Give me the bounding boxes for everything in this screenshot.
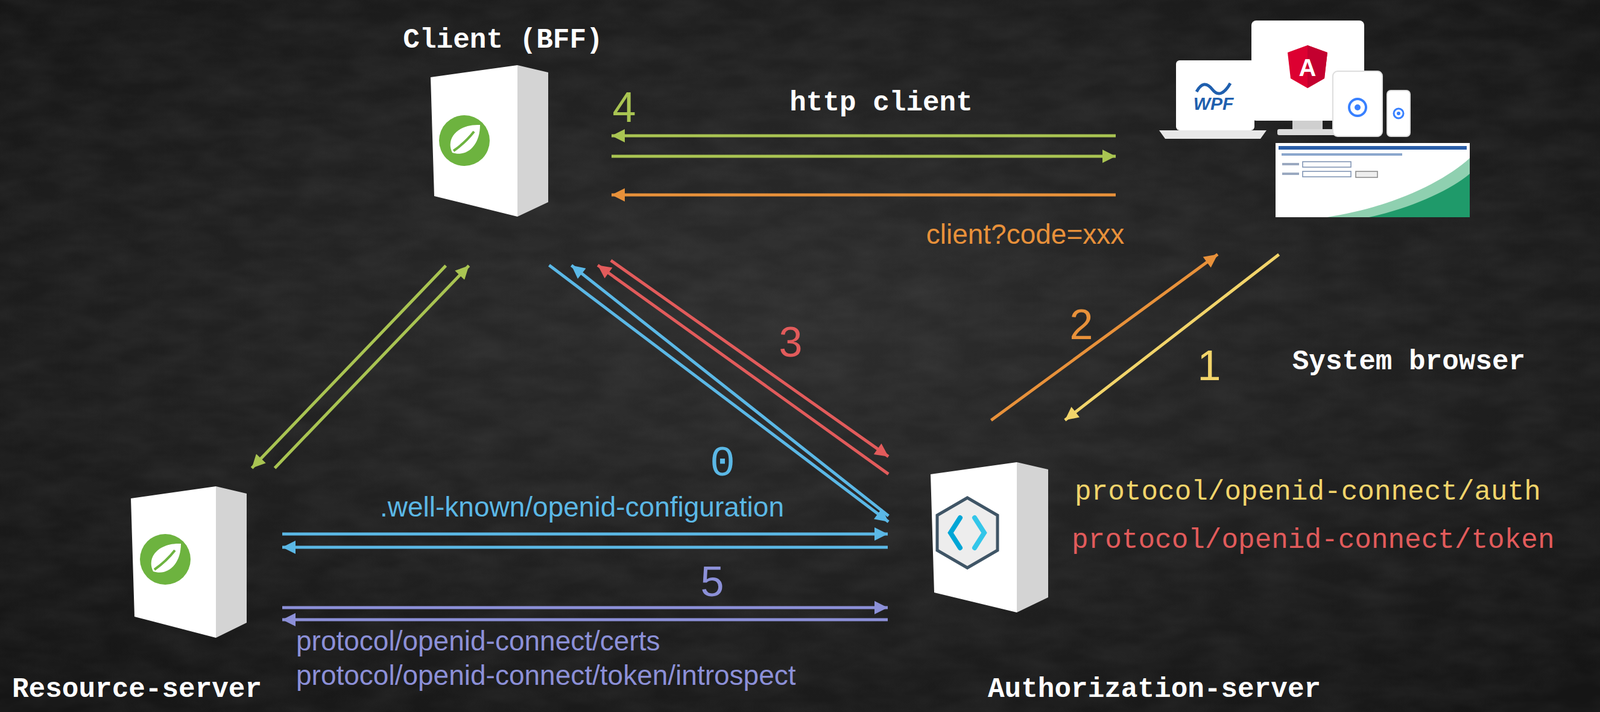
flow-arrow: [611, 154, 1116, 159]
server-side: [1016, 461, 1049, 613]
phone: [1387, 90, 1411, 137]
flow-arrow: [1065, 254, 1280, 421]
server-front: [130, 486, 216, 638]
flow-arrow: [252, 265, 447, 468]
step-number: 3: [779, 316, 803, 368]
endpoint-label: protocol/openid-connect/token: [1071, 524, 1555, 558]
edge-label: .well-known/openid-configuration: [379, 490, 785, 524]
wpf-logo: [1196, 83, 1231, 94]
login-screenshot: [1275, 142, 1470, 218]
keycloak-chevron: [974, 517, 985, 548]
login-caption: [1282, 172, 1300, 175]
server-front: [430, 65, 518, 217]
flow-arrow: [597, 265, 889, 475]
tablet: [1332, 71, 1383, 137]
spring-leaf-vein: [154, 550, 175, 570]
group-title: System browser: [1292, 345, 1526, 379]
login-swoosh: [1369, 173, 1470, 218]
node-heading: Resource-server: [12, 673, 262, 707]
spring-logo: [439, 115, 490, 166]
angular-logo: [1287, 45, 1328, 89]
edge-label: client?code=xxx: [926, 217, 1125, 251]
endpoint-label: protocol/openid-connect/token/introspect: [296, 658, 797, 692]
flow-arrow: [282, 606, 888, 610]
flow-arrow: [990, 254, 1218, 421]
flow-arrow: [610, 260, 889, 457]
server-node: Client (BFF): [398, 18, 608, 263]
flow-arrow: [282, 532, 888, 536]
ionic-logo: [1393, 108, 1404, 119]
spring-leaf: [450, 124, 481, 154]
server-side: [215, 486, 247, 638]
login-header-line: [1281, 153, 1403, 156]
step-number: 1: [1197, 340, 1222, 391]
step-number: 0: [709, 439, 736, 490]
server-side: [517, 65, 549, 217]
logo-text: A: [1299, 53, 1317, 83]
flow-arrow: [611, 134, 1116, 138]
endpoint-label: protocol/openid-connect/auth: [1074, 475, 1541, 510]
server-node: Authorization-server: [891, 422, 1342, 711]
ionic-logo: [1349, 98, 1367, 116]
flow-arrow: [611, 193, 1116, 197]
endpoint-label: protocol/openid-connect/certs: [296, 624, 660, 658]
spring-leaf: [151, 543, 181, 573]
ionic-logo-dot: [1396, 111, 1401, 116]
flow-arrow: [282, 618, 888, 622]
monitor-stand: [1292, 120, 1323, 131]
flow-arrow: [282, 545, 888, 549]
server-front: [930, 461, 1017, 613]
node-heading: Client (BFF): [402, 24, 603, 58]
login-input: [1302, 171, 1351, 177]
keycloak-chevron: [950, 517, 961, 548]
step-number: 5: [700, 556, 725, 607]
login-swoosh: [1326, 158, 1470, 218]
edge-label: http client: [789, 86, 973, 121]
spring-logo: [139, 533, 191, 585]
node-heading: Authorization-server: [987, 673, 1321, 707]
flow-arrow: [549, 265, 889, 522]
login-header: [1278, 145, 1467, 150]
login-caption: [1282, 162, 1300, 166]
logo-text: WPF: [1193, 92, 1234, 115]
ionic-logo-dot: [1354, 104, 1361, 111]
laptop-screen: [1176, 60, 1255, 131]
step-number: 4: [612, 82, 637, 133]
spring-leaf-vein: [453, 131, 475, 151]
monitor-base: [1277, 129, 1338, 136]
keycloak-logo: [937, 497, 998, 568]
login-input: [1302, 161, 1351, 168]
laptop-base: [1159, 130, 1267, 139]
client-devices: WPF A: [1119, 18, 1478, 253]
flow-arrow: [275, 265, 470, 468]
login-button: [1355, 171, 1378, 178]
step-number: 2: [1069, 299, 1094, 350]
server-node: Resource-server: [3, 470, 279, 711]
flow-arrow: [571, 265, 889, 516]
